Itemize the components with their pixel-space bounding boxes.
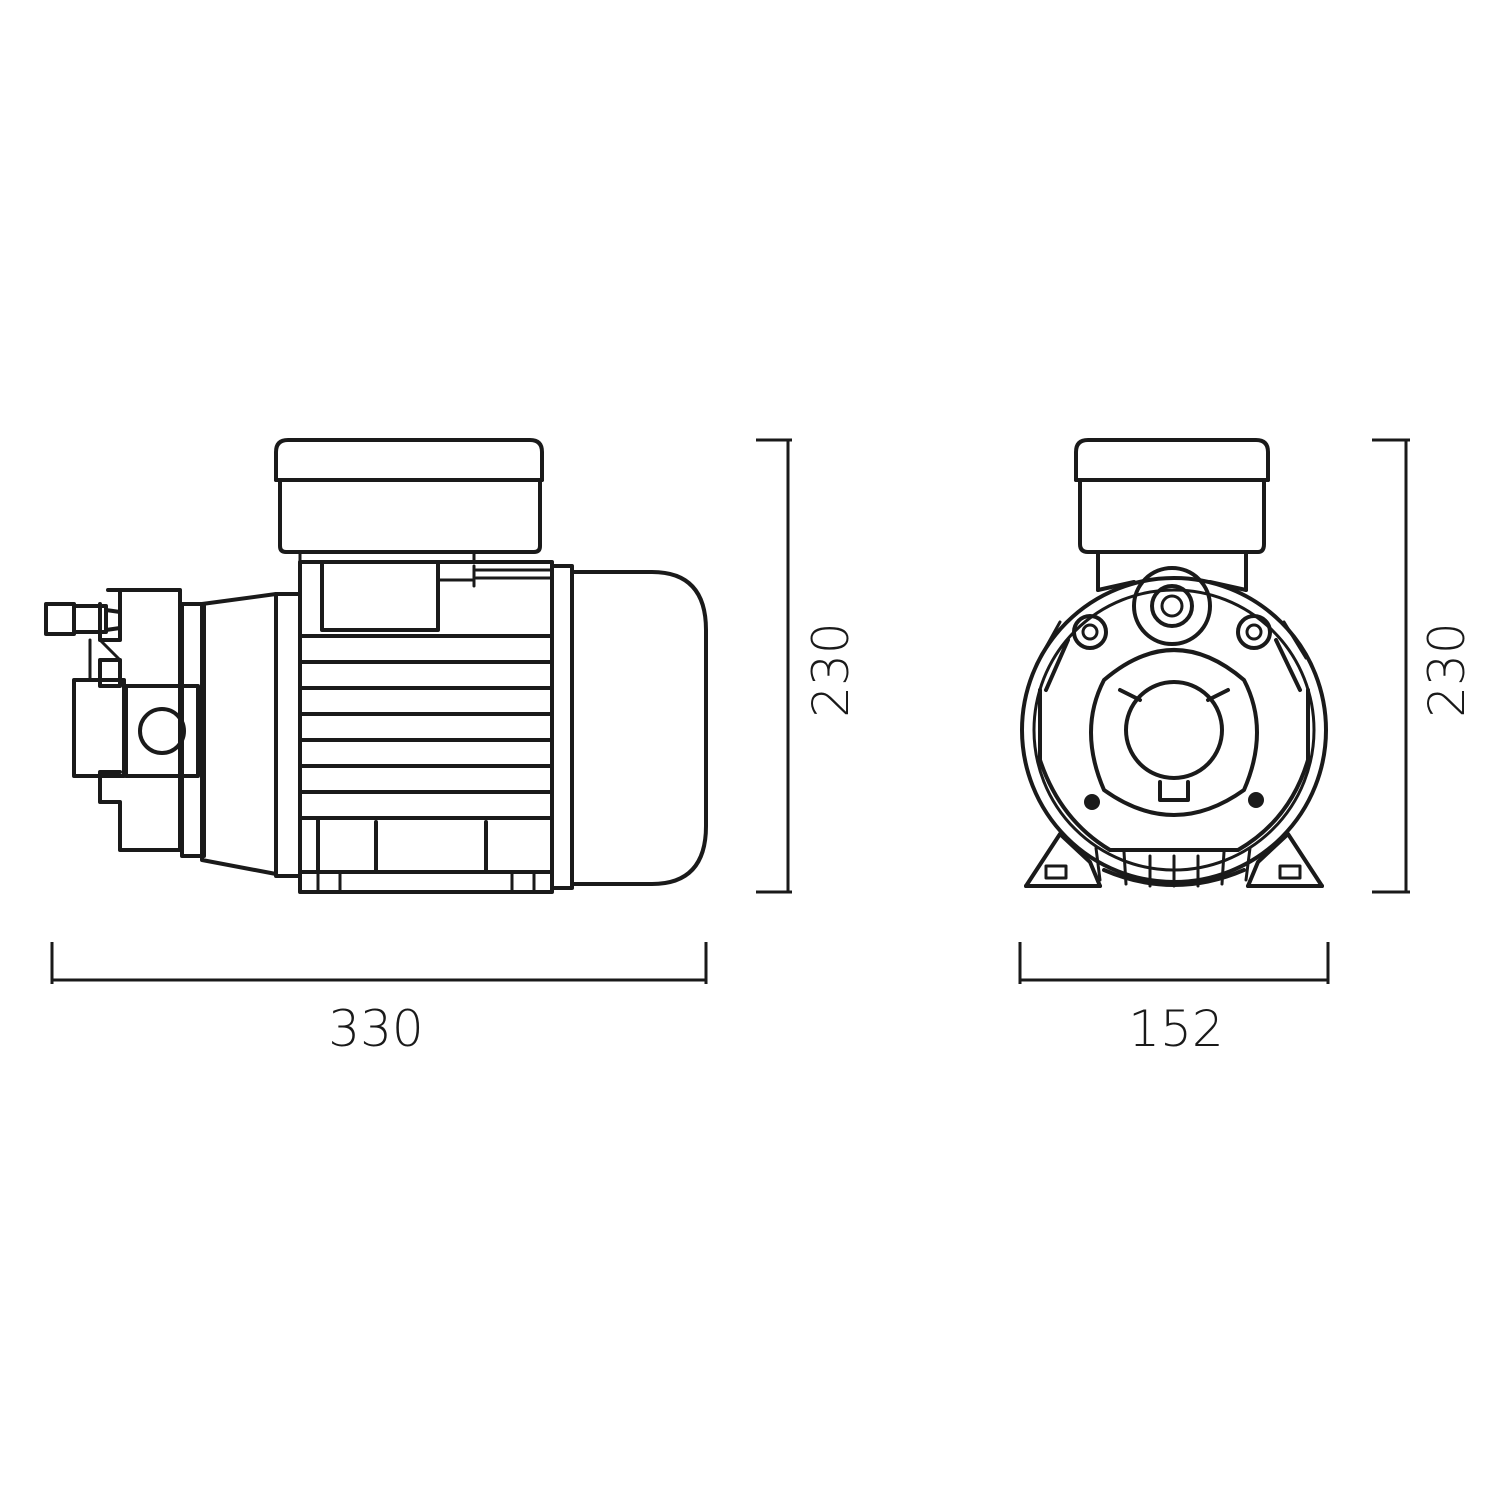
- front-view: [1020, 438, 1328, 888]
- front-width-dimension: 152: [1018, 942, 1330, 1058]
- front-housing: [1020, 566, 1328, 888]
- front-height-dimension: 230: [1372, 438, 1476, 894]
- side-width-label: 330: [328, 1000, 423, 1058]
- side-height-dimension: 230: [756, 438, 860, 894]
- front-height-label: 230: [1418, 622, 1476, 717]
- side-pump-head: [44, 588, 302, 878]
- side-fan-cover: [550, 564, 708, 890]
- front-terminal-box: [1074, 438, 1270, 592]
- front-feet: [1024, 832, 1324, 888]
- side-width-dimension: 330: [50, 942, 708, 1058]
- side-height-label: 230: [802, 622, 860, 717]
- front-width-label: 152: [1128, 1000, 1223, 1058]
- side-motor-body: [298, 560, 554, 894]
- side-view: [44, 438, 708, 894]
- side-terminal-box: [274, 438, 544, 564]
